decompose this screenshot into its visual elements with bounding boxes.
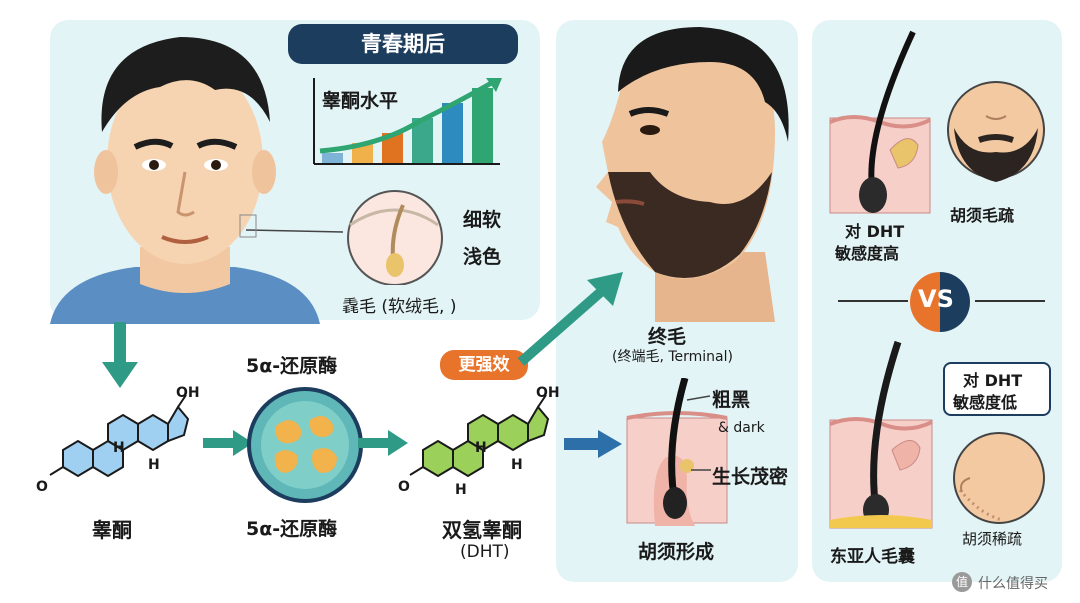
- enzyme-title: 5α-还原酶: [246, 355, 338, 377]
- high-sensitivity-line1: 对 DHT: [845, 222, 905, 241]
- vellus-hair-inset: [239, 190, 443, 285]
- beard-formation: 胡须形成: [638, 541, 715, 563]
- dht-abbr: (DHT): [460, 542, 510, 562]
- enzyme-label: 5α-还原酶: [246, 518, 338, 540]
- arrow-to-follicle: [564, 430, 622, 458]
- high-sensitivity-line2: 敏感度高: [835, 244, 900, 263]
- testosterone-molecule: [49, 394, 190, 478]
- arrow-to-enzyme: [203, 430, 253, 456]
- beard-thin-label: 胡须稀疏: [962, 530, 1023, 548]
- vellus-fine-label: 细软: [463, 209, 502, 231]
- testosterone-chart: [313, 78, 502, 165]
- high-sensitivity-follicle: [829, 30, 931, 214]
- chart-bar: [412, 118, 433, 163]
- down-arrow: [102, 322, 138, 388]
- dht-oh: OH: [536, 385, 560, 401]
- chart-bar: [442, 103, 463, 163]
- vellus-caption: 毳毛 (软绒毛, ): [342, 297, 457, 317]
- dht-o: O: [398, 479, 410, 495]
- vs-divider-right: [975, 300, 1045, 302]
- full-beard-face: [947, 81, 1045, 182]
- low-sensitivity-line1: 对 DHT: [963, 371, 1023, 390]
- dht-molecule: [409, 394, 550, 478]
- testosterone-o: O: [36, 479, 48, 495]
- east-asian-follicle: [829, 340, 933, 529]
- young-man-illustration: [50, 37, 320, 324]
- arrow-to-dht: [358, 430, 408, 456]
- thin-beard-face: [953, 432, 1045, 524]
- vs-badge-text: VS: [918, 285, 954, 313]
- terminal-title: 终毛: [648, 326, 687, 348]
- testosterone-h1: H: [113, 440, 125, 456]
- low-sensitivity-badge: [943, 362, 1051, 416]
- watermark-text: 什么值得买: [978, 576, 1048, 592]
- terminal-coarse: 粗黑: [712, 389, 751, 411]
- chart-bar: [322, 153, 343, 163]
- bearded-man-illustration: [596, 27, 789, 322]
- stronger-badge: 更强效: [440, 350, 528, 380]
- terminal-subtitle: (终端毛, Terminal): [612, 349, 733, 365]
- chart-bar: [382, 133, 403, 163]
- testosterone-h2: H: [148, 457, 160, 473]
- terminal-dense: 生长茂密: [712, 466, 789, 488]
- puberty-header: 青春期后: [288, 24, 518, 64]
- dht-name: 双氢睾酮: [442, 518, 522, 542]
- beard-sparse-label: 胡须毛疏: [950, 206, 1015, 225]
- dht-h3: H: [455, 482, 467, 498]
- east-asian-label: 东亚人毛囊: [830, 547, 915, 567]
- vs-divider-left: [838, 300, 908, 302]
- vs-badge-bg: [910, 272, 970, 332]
- terminal-dark: & dark: [718, 420, 765, 436]
- chart-label: 睾酮水平: [322, 90, 399, 112]
- testosterone-name: 睾酮: [92, 518, 132, 542]
- chart-bar: [472, 88, 493, 163]
- diagonal-arrow: [517, 272, 623, 366]
- watermark-icon: 值: [952, 572, 972, 592]
- enzyme-icon: [247, 387, 363, 503]
- vellus-light-label: 浅色: [463, 246, 502, 268]
- dht-h1: H: [475, 440, 487, 456]
- dht-h2: H: [511, 457, 523, 473]
- testosterone-oh: OH: [176, 385, 200, 401]
- terminal-follicle: [626, 378, 728, 526]
- low-sensitivity-line2: 敏感度低: [953, 393, 1018, 412]
